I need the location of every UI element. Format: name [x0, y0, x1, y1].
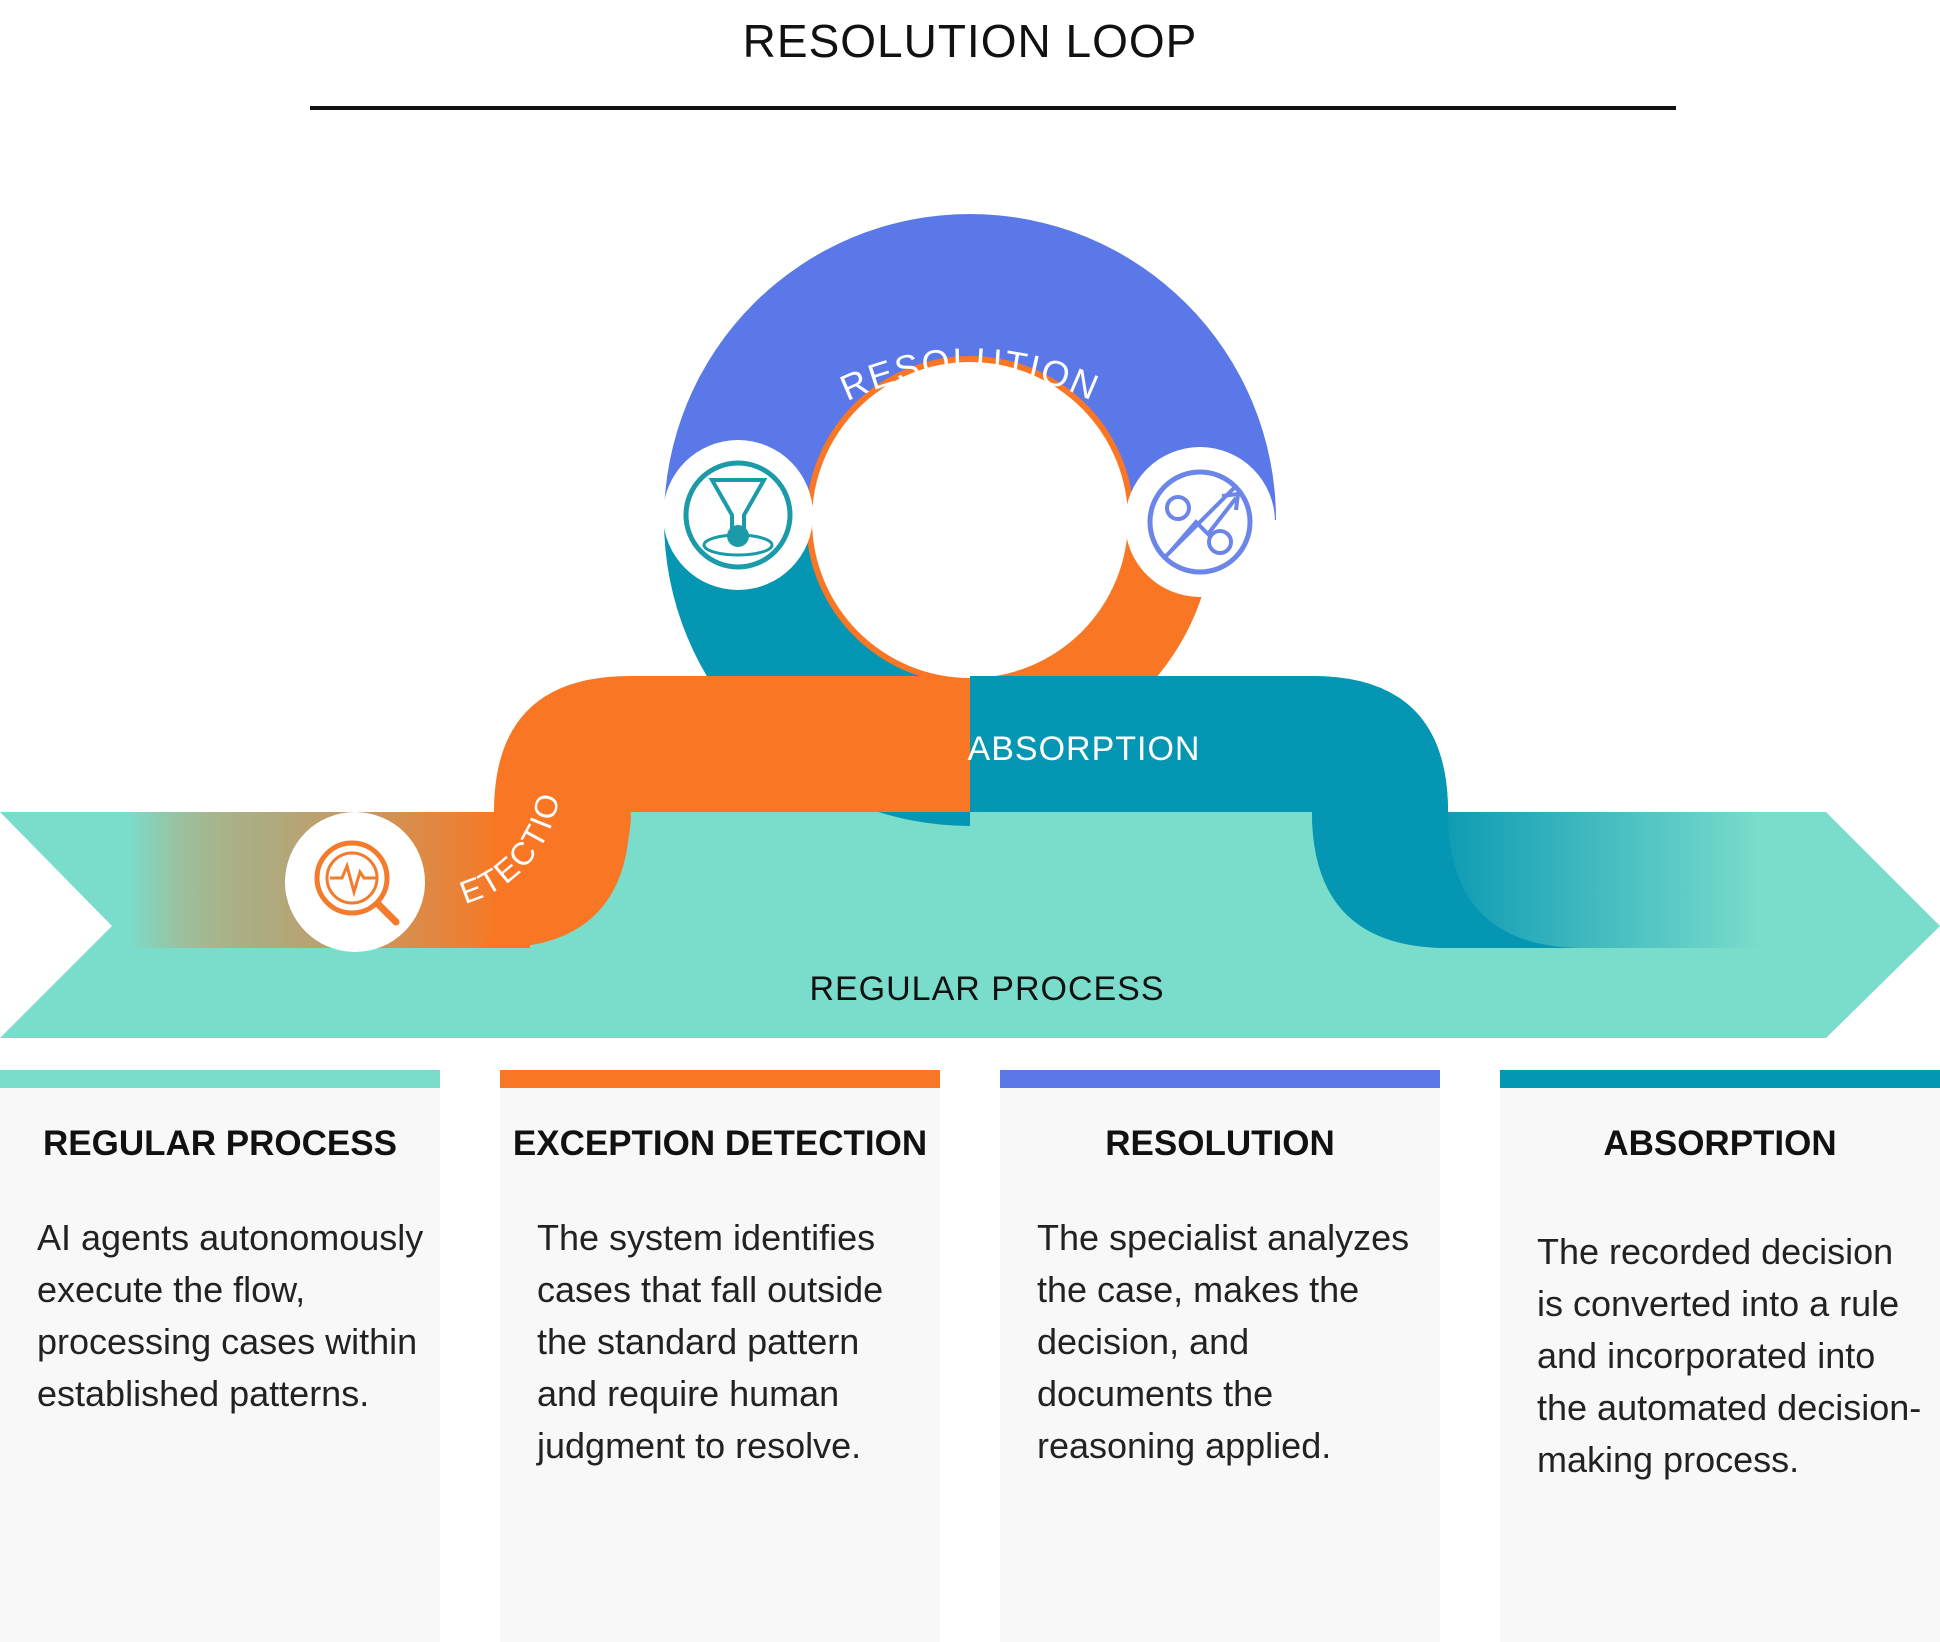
card-description: The recorded decision is converted into … — [1537, 1231, 1922, 1480]
card-heading: RESOLUTION — [1105, 1124, 1335, 1163]
label-absorption: ABSORPTION — [968, 730, 1201, 768]
title-divider — [310, 106, 1676, 110]
card-description: The specialist analyzes the case, makes … — [1037, 1217, 1410, 1466]
label-regular-process: REGULAR PROCESS — [809, 970, 1164, 1008]
detection-rise-outer — [494, 676, 770, 948]
card-resolution: RESOLUTION The specialist analyzes the c… — [1000, 1070, 1440, 1642]
card-heading: EXCEPTION DETECTION — [512, 1124, 928, 1163]
funnel-decision-icon — [663, 440, 813, 590]
loop-ring-blue — [664, 214, 1276, 520]
card-exception-detection: EXCEPTION DETECTION The system identifie… — [500, 1070, 940, 1642]
card-accent-bar — [1000, 1070, 1440, 1088]
card-description: The system identifies cases that fall ou… — [537, 1217, 884, 1466]
absorption-band-top — [970, 676, 1448, 812]
detection-magnifier-icon — [285, 812, 425, 952]
card-heading: REGULAR PROCESS — [43, 1124, 397, 1163]
card-accent-bar — [1500, 1070, 1940, 1088]
card-absorption: ABSORPTION The recorded decision is conv… — [1500, 1070, 1940, 1642]
absorption-tail — [1440, 812, 1760, 948]
label-detection: DETECTION — [0, 0, 567, 911]
resolution-loop-diagram: RESOLUTION ABSORPTION DETECTION REGULAR … — [0, 0, 1940, 1038]
card-heading: ABSORPTION — [1603, 1124, 1837, 1163]
card-accent-bar — [0, 1070, 440, 1088]
diagram-title: RESOLUTION LOOP — [742, 15, 1198, 67]
loop-ring-hole — [812, 362, 1128, 678]
card-description: AI agents autonomously execute the flow,… — [37, 1217, 424, 1414]
absorption-band-bottom — [1312, 812, 1448, 948]
gears-growth-arrow-icon — [1125, 447, 1275, 597]
card-accent-bar — [500, 1070, 940, 1088]
card-regular-process: REGULAR PROCESS AI agents autonomously e… — [0, 1070, 440, 1642]
